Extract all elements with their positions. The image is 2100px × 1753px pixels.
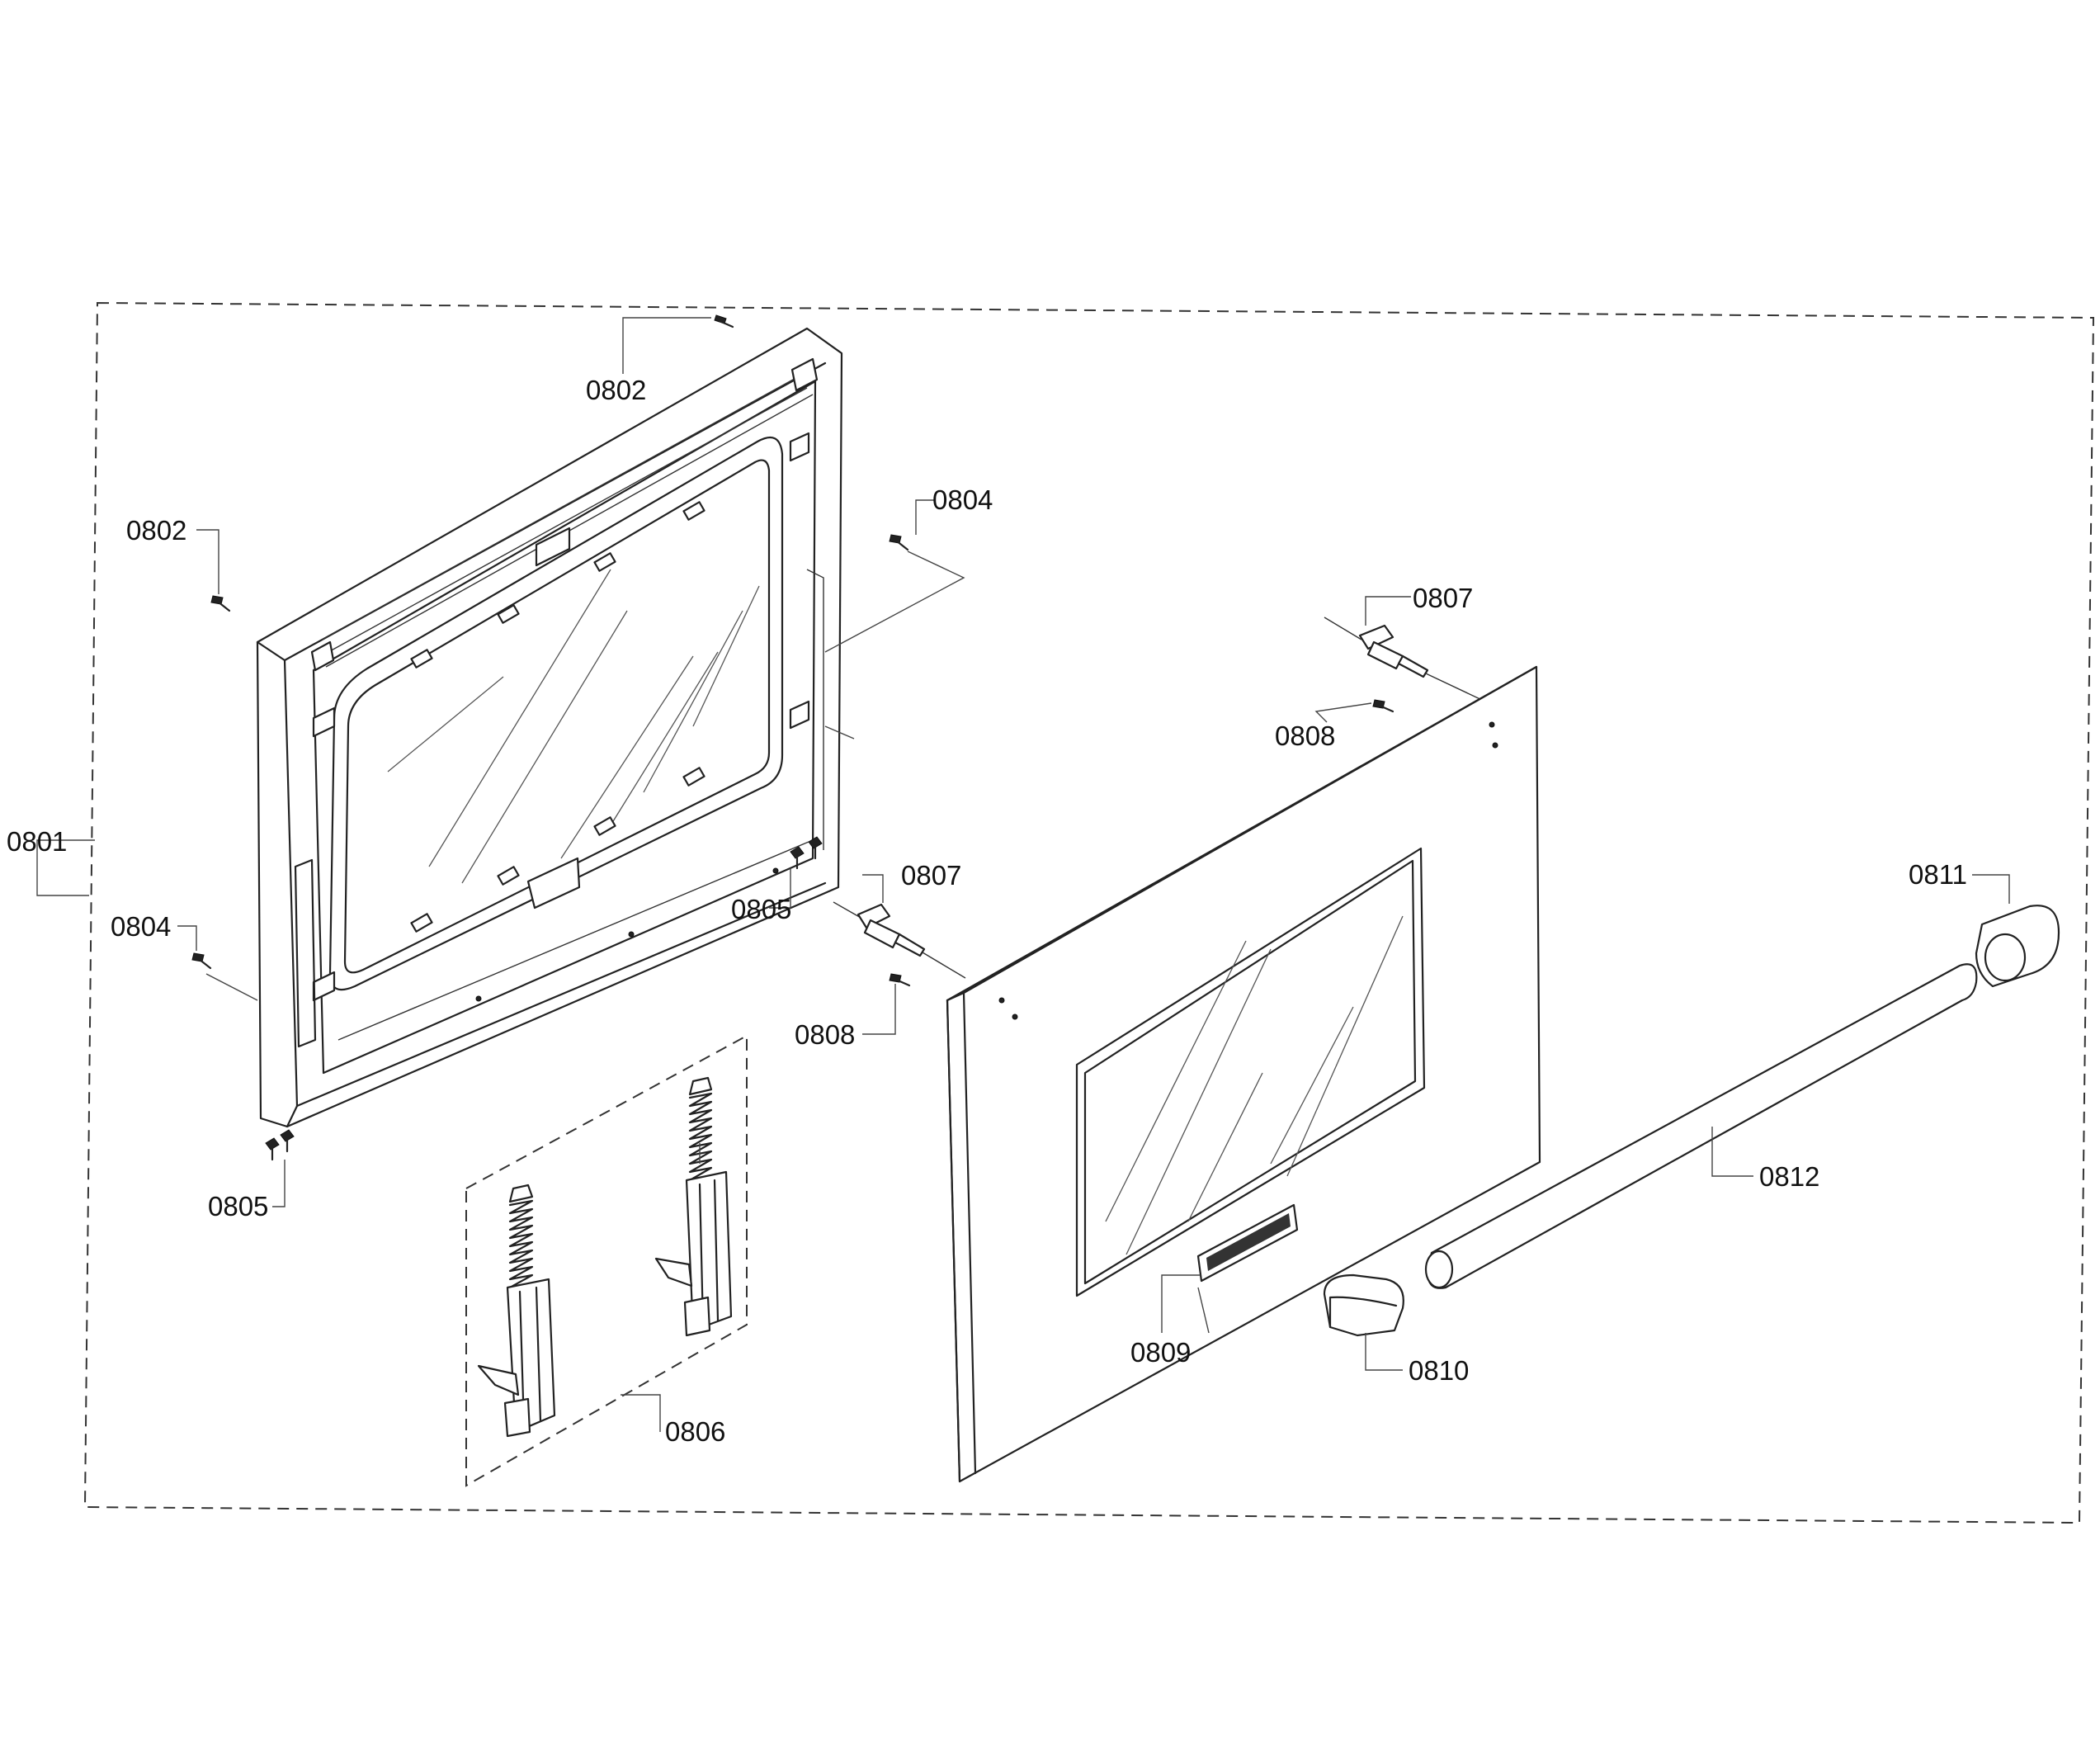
callout-0808-lower: 0808	[795, 1019, 855, 1050]
nameplate-badge	[1196, 1203, 1299, 1283]
handle-tube	[1424, 963, 1978, 1289]
handle-end-cap-lower	[1323, 1273, 1404, 1337]
hinge-right	[654, 1076, 733, 1337]
callout-0805-left: 0805	[208, 1191, 268, 1221]
screws	[191, 314, 1394, 1161]
callout-0807-upper: 0807	[1413, 583, 1473, 613]
hinge-kit-boundary	[465, 1034, 748, 1487]
callout-0807-lower: 0807	[901, 860, 961, 891]
inner-door-frame	[256, 327, 843, 1128]
handle-standoff-lower	[833, 901, 966, 979]
outer-door-panel	[946, 665, 1541, 1483]
assembly-boundary	[83, 301, 2095, 1524]
callout-0812: 0812	[1759, 1161, 1819, 1192]
callout-0806: 0806	[665, 1416, 725, 1447]
callout-0801: 0801	[7, 826, 67, 857]
callout-0802-left: 0802	[126, 515, 186, 546]
callout-0804-right: 0804	[932, 484, 993, 515]
callout-0808-upper: 0808	[1275, 721, 1335, 751]
callout-0802-top: 0802	[586, 375, 646, 405]
hinge-left	[477, 1184, 556, 1438]
leader-lines	[36, 317, 2010, 1432]
callout-0809: 0809	[1130, 1337, 1191, 1368]
callout-0805-right: 0805	[731, 894, 791, 924]
callout-0810: 0810	[1409, 1355, 1469, 1386]
handle-end-cap-upper	[1975, 905, 2060, 988]
callout-0804-left: 0804	[111, 911, 171, 942]
callout-0811: 0811	[1909, 859, 1967, 890]
handle-standoff-upper	[1324, 617, 1486, 702]
